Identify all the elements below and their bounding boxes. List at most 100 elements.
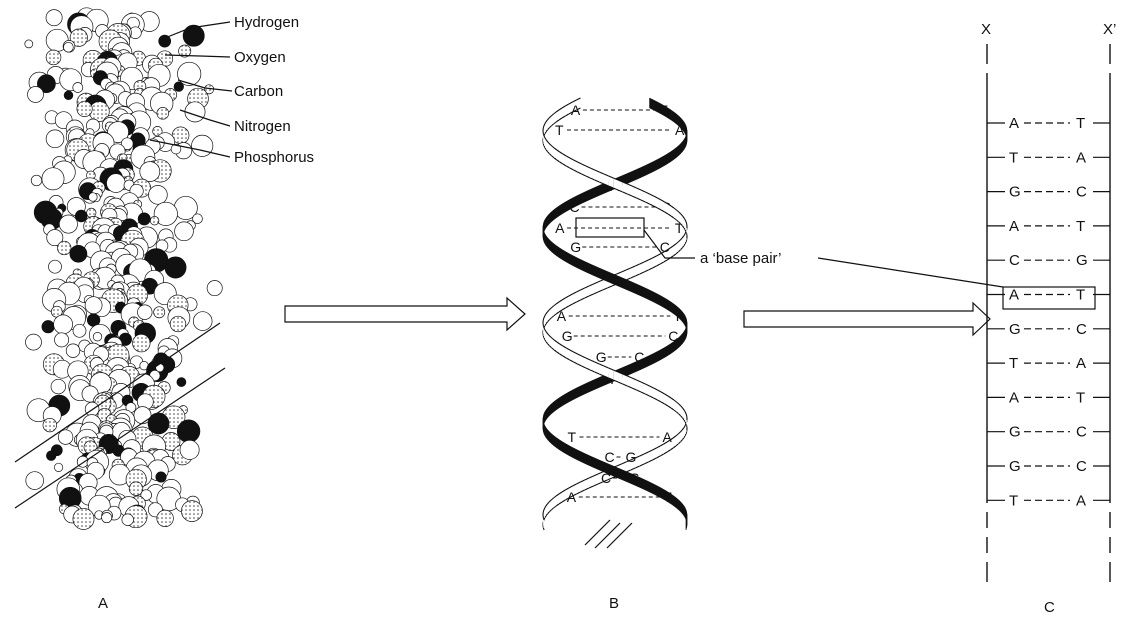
strand-light-edge (555, 109, 560, 113)
strand-light-edge (643, 461, 649, 465)
strand-light-edge (630, 275, 636, 279)
strand-light-edge (545, 513, 548, 517)
strand-light-edge (608, 185, 614, 189)
strand-light-edge (551, 155, 555, 159)
atom-sphere (120, 137, 134, 150)
strand-dark-segment (656, 157, 661, 171)
strand-light-edge (542, 317, 545, 321)
strand-light-segment (558, 108, 563, 120)
strand-light-edge (572, 483, 577, 487)
strand-light-edge (577, 171, 582, 175)
strand-light-segment (644, 452, 649, 464)
strand-dark-segment (680, 333, 683, 347)
strand-light-segment (657, 198, 662, 210)
ladder-base-right: C (1076, 424, 1087, 441)
strand-light-edge (548, 509, 552, 513)
strand-light-edge (555, 301, 560, 305)
atom-sphere (153, 201, 178, 226)
strand-light-segment (566, 156, 570, 168)
strand-light-edge (580, 479, 585, 483)
strand-light-edge (546, 511, 550, 515)
strand-light-edge (594, 361, 600, 365)
strand-light-edge (593, 281, 599, 285)
strand-dark-segment (561, 201, 566, 215)
strand-light-edge (559, 353, 564, 357)
strand-light-edge (553, 313, 557, 317)
strand-light-edge (617, 381, 623, 385)
strand-dark-segment (553, 207, 557, 221)
strand-dark-segment (645, 479, 650, 493)
atom-sphere (84, 296, 103, 315)
strand-dark-segment (556, 437, 561, 451)
helix-base-left: T (568, 429, 577, 445)
strand-dark-segment (599, 459, 605, 473)
strand-light-edge (648, 267, 653, 271)
strand-light-edge (603, 183, 609, 187)
strand-light-edge (656, 445, 661, 449)
atom-sphere (72, 323, 87, 338)
strand-light-edge (581, 173, 587, 177)
helix-base-left: G (570, 239, 581, 255)
strand-light-edge (594, 169, 600, 173)
strand-light-edge (542, 335, 545, 339)
strand-light-edge (562, 163, 567, 167)
strand-light-edge (622, 383, 628, 387)
strand-light-edge (543, 123, 546, 127)
strand-light-edge (660, 199, 665, 203)
strand-light-edge (585, 165, 591, 169)
strand-dark-segment (553, 399, 557, 413)
strand-light-segment (545, 312, 548, 324)
strand-light-edge (547, 343, 551, 347)
strand-light-segment (594, 170, 600, 182)
strand-light-edge (636, 187, 642, 191)
strand-light-edge (576, 491, 581, 495)
atom-sphere (46, 229, 64, 247)
strand-light-edge (561, 489, 566, 493)
strand-light-edge (670, 205, 675, 209)
strand-light-segment (593, 474, 599, 486)
strand-light-edge (599, 171, 605, 175)
strand-light-edge (597, 289, 603, 293)
strand-light-edge (652, 447, 657, 451)
strand-light-segment (652, 256, 657, 268)
strand-light-edge (681, 245, 685, 249)
strand-dark-segment (677, 143, 681, 157)
strand-light-edge (577, 353, 582, 357)
strand-dark-segment (572, 387, 577, 401)
strand-light-edge (640, 381, 646, 385)
strand-dark-segment (617, 467, 623, 481)
atom-sphere (156, 107, 170, 120)
atom-leader-lines (149, 21, 233, 158)
strand-light-edge (576, 107, 581, 111)
strand-dark-segment (584, 381, 590, 395)
strand-light-edge (556, 159, 561, 163)
caption-b: B (609, 595, 619, 612)
strand-dark-segment (630, 169, 636, 183)
strand-light-segment (549, 116, 552, 128)
strand-light-edge (603, 173, 609, 177)
strand-light-edge (684, 219, 687, 223)
strand-dark-segment (547, 429, 550, 443)
strand-light-edge (577, 363, 582, 367)
atom-sphere (169, 315, 187, 333)
strand-light-segment (653, 196, 658, 208)
strand-dark-segment (588, 379, 594, 393)
strand-dark-segment (585, 453, 591, 467)
strand-light-edge (685, 431, 688, 435)
strand-light-edge (684, 229, 687, 233)
strand-light-segment (627, 184, 632, 196)
strand-light-edge (663, 259, 668, 263)
strand-light-edge (581, 355, 587, 359)
strand-dark-segment (636, 283, 642, 297)
strand-dark-segment (622, 277, 628, 291)
strand-light-edge (607, 285, 613, 289)
strand-light-segment (547, 310, 550, 322)
strand-light-segment (626, 460, 631, 472)
strand-light-edge (683, 227, 686, 231)
strand-light-segment (545, 138, 547, 150)
strand-dark-segment (631, 473, 637, 487)
atom-sphere (192, 311, 213, 331)
strand-light-edge (544, 131, 547, 135)
strand-light-segment (661, 392, 665, 404)
strand-dark-segment (676, 305, 680, 319)
